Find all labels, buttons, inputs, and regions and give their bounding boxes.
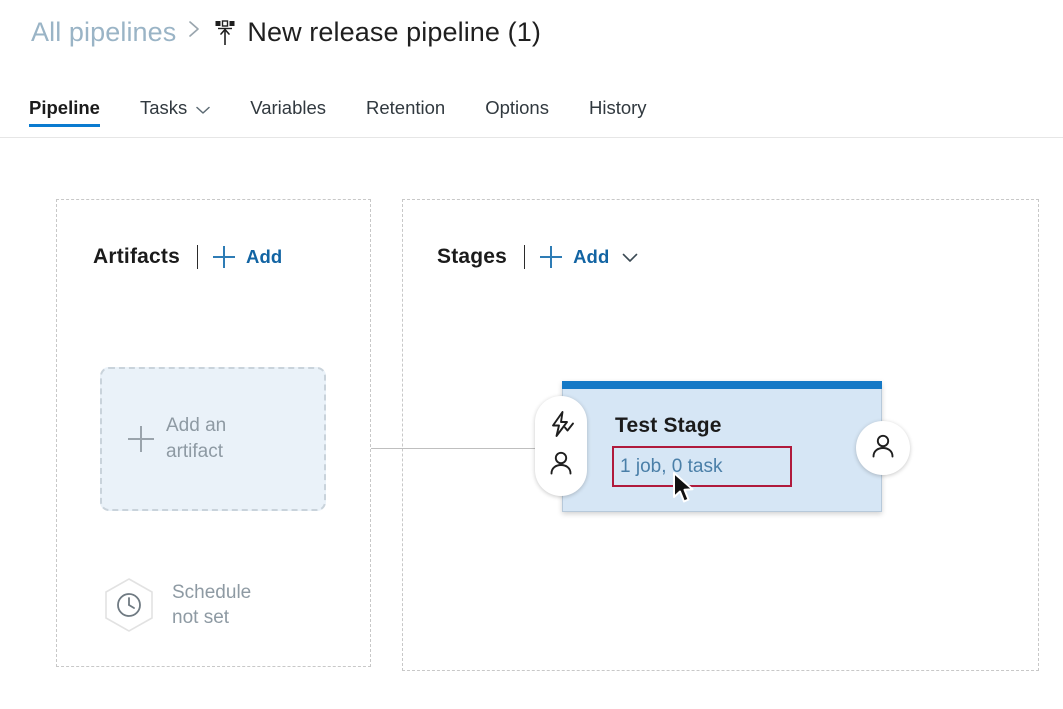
stage-jobs-tasks-label: 1 job, 0 task [620, 456, 723, 477]
tab-variables[interactable]: Variables [250, 80, 326, 122]
stages-header: Stages Add [437, 245, 638, 269]
person-icon [869, 432, 897, 465]
tab-options[interactable]: Options [485, 80, 549, 122]
stage-card-top-accent-bar [562, 381, 882, 389]
artifact-stage-connector [371, 448, 561, 449]
page-title: New release pipeline (1) [247, 16, 541, 47]
artifacts-panel: Artifacts Add [56, 199, 371, 667]
chevron-down-icon[interactable] [622, 250, 638, 268]
lightning-check-icon[interactable] [547, 410, 575, 443]
breadcrumb-all-pipelines-link[interactable]: All pipelines [31, 16, 177, 47]
breadcrumb-separator [188, 19, 201, 43]
tab-pipeline[interactable]: Pipeline [29, 80, 100, 127]
divider [524, 245, 526, 269]
stage-name: Test Stage [615, 414, 722, 437]
tab-retention-label: Retention [366, 97, 446, 118]
schedule-line1: Schedule [172, 582, 252, 603]
clock-icon [100, 576, 158, 634]
tab-bar: Pipeline Tasks Variables Retention Optio… [0, 80, 1063, 138]
divider [197, 245, 198, 269]
add-artifact-line1: Add an [166, 415, 227, 436]
tab-tasks-label: Tasks [139, 97, 188, 118]
stage-jobs-tasks-link[interactable]: 1 job, 0 task [612, 446, 792, 487]
tab-history-label: History [588, 97, 647, 118]
artifacts-header: Artifacts Add [93, 245, 282, 269]
person-icon[interactable] [547, 449, 575, 482]
stages-title: Stages [437, 245, 508, 268]
release-pipeline-icon [212, 19, 238, 49]
plus-icon[interactable] [213, 246, 235, 268]
tab-variables-label: Variables [250, 97, 327, 118]
stages-panel: Stages Add [402, 199, 1039, 671]
tab-options-label: Options [485, 97, 549, 118]
add-an-artifact-label: Add an artifact [166, 413, 226, 465]
schedule-line2: not set [172, 607, 230, 628]
add-artifact-line2: artifact [166, 441, 224, 462]
add-stage-button[interactable]: Add [573, 246, 610, 267]
tab-pipeline-label: Pipeline [29, 97, 100, 118]
add-artifact-button[interactable]: Add [246, 246, 283, 267]
tab-retention[interactable]: Retention [366, 80, 445, 122]
post-deployment-approvals-button[interactable] [856, 421, 910, 475]
add-an-artifact-card[interactable]: Add an artifact [100, 367, 326, 511]
plus-icon[interactable] [540, 246, 563, 268]
stage-card-test-stage[interactable]: Test Stage 1 job, 0 task [562, 381, 882, 512]
chevron-down-icon [196, 98, 210, 120]
plus-icon [128, 426, 154, 452]
schedule-trigger[interactable]: Schedule not set [100, 576, 251, 634]
schedule-label: Schedule not set [172, 580, 251, 630]
tab-tasks[interactable]: Tasks [140, 80, 210, 122]
pre-deployment-conditions-pill[interactable] [535, 396, 587, 496]
artifacts-title: Artifacts [93, 245, 180, 268]
breadcrumb: All pipelines New release pipeline (1) [31, 9, 541, 55]
tab-history[interactable]: History [589, 80, 647, 122]
